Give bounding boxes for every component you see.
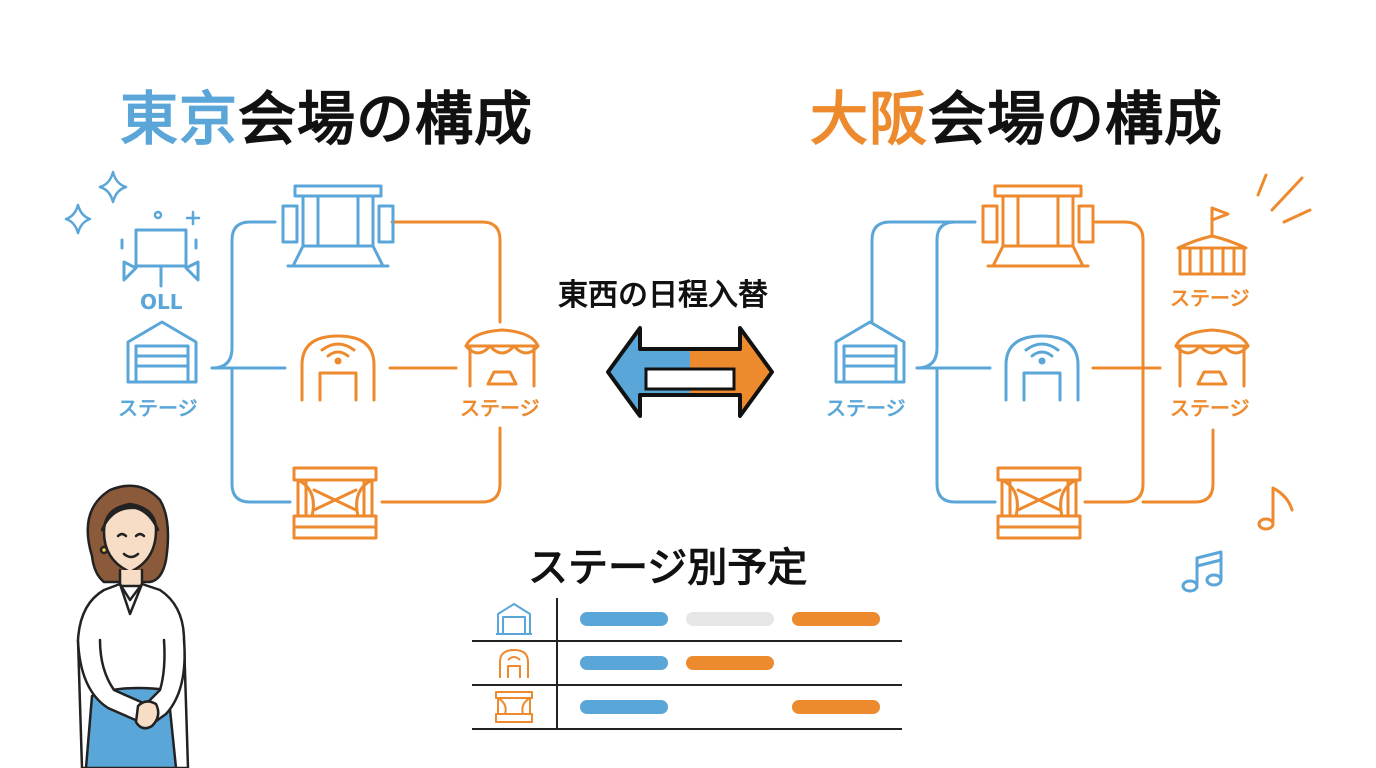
osaka-accent: 大阪 — [810, 85, 929, 153]
tokyo-tent-label: ステージ — [460, 396, 540, 420]
oll-label: OLL — [140, 290, 183, 314]
schedule-bar-2-1 — [580, 656, 668, 670]
osaka-connectors — [870, 220, 1215, 504]
theater-stage-icon — [292, 466, 378, 540]
swap-label: 東西の日程入替 — [558, 278, 768, 313]
schedule-bar-1-1 — [580, 612, 668, 626]
osaka-title-rest: 会場の構成 — [928, 85, 1224, 153]
arch-gate-icon — [499, 649, 529, 678]
schedule-bar-1-3 — [792, 612, 880, 626]
burst-lines-icon — [1256, 173, 1312, 224]
hall-icon — [496, 603, 532, 635]
schedule-bars — [580, 612, 880, 714]
music-notes-icon — [1181, 550, 1223, 593]
schedule-table — [472, 598, 902, 730]
theater-stage-icon — [996, 466, 1082, 540]
schedule-bar-3-1 — [580, 700, 668, 714]
stage-platform-icon — [981, 184, 1095, 268]
osaka-venue-title: 大阪会場の構成 — [810, 72, 1223, 156]
osaka-tent-label: ステージ — [1170, 396, 1250, 420]
music-note-icon — [1257, 486, 1294, 531]
hall-icon — [126, 320, 198, 384]
tokyo-hall-label: ステージ — [118, 396, 198, 420]
swap-arrows-icon — [606, 326, 774, 418]
presenter-woman-illustration — [76, 484, 190, 768]
schedule-bar-2-2 — [686, 656, 774, 670]
tokyo-connectors — [210, 220, 502, 504]
stage-platform-icon — [281, 184, 395, 268]
hall-icon — [834, 320, 906, 384]
tokyo-title-rest: 会場の構成 — [238, 85, 534, 153]
projector-screen-icon — [120, 228, 200, 288]
schedule-title: ステージ別予定 — [528, 545, 808, 591]
arch-gate-icon — [1004, 334, 1080, 402]
sparkle-icon — [64, 170, 201, 235]
tent-stage-icon — [464, 328, 540, 388]
schedule-bar-3-3 — [792, 700, 880, 714]
tokyo-venue-title: 東京会場の構成 — [120, 72, 533, 156]
tokyo-accent: 東京 — [120, 85, 239, 153]
osaka-circus-label: ステージ — [1170, 286, 1250, 310]
tent-stage-icon — [1174, 328, 1250, 388]
osaka-hall-label: ステージ — [826, 396, 906, 420]
circus-tent-icon — [1176, 206, 1248, 276]
theater-stage-icon — [495, 691, 533, 723]
arch-gate-icon — [300, 334, 376, 402]
schedule-bar-1-2 — [686, 612, 774, 626]
